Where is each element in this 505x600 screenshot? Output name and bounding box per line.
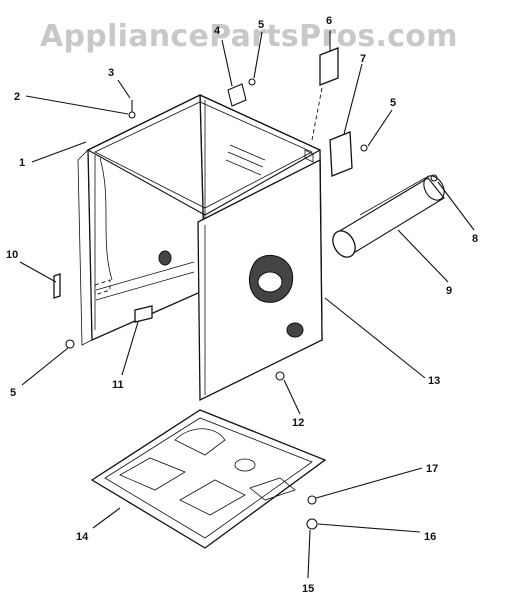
callout-5-right: 5	[390, 97, 396, 109]
callout-9: 9	[446, 285, 452, 297]
part-10-plate	[53, 273, 61, 299]
callout-2: 2	[14, 91, 20, 103]
part-7-bracket	[329, 131, 353, 177]
callout-10: 10	[6, 249, 18, 261]
callout-5-top: 5	[258, 19, 264, 31]
cabinet-left-panel	[77, 93, 206, 346]
callout-1: 1	[19, 157, 25, 169]
callout-7: 7	[360, 53, 366, 65]
callout-labels: 1 2 3 4 5 6 7 5 8 9 10 5 11 12 13 14 15 …	[6, 15, 478, 595]
part-11-label	[134, 305, 153, 323]
leader-lines	[19, 30, 475, 579]
callout-6: 6	[326, 15, 332, 27]
cabinet-top-rim	[86, 94, 322, 216]
watermark-text: AppliancePartsPros.com	[40, 19, 458, 54]
part-4-clip	[227, 83, 247, 107]
part-6-leader-dashed	[311, 87, 323, 141]
callout-3: 3	[108, 67, 114, 79]
callout-4: 4	[214, 25, 221, 37]
callout-11: 11	[112, 379, 124, 391]
callout-13: 13	[428, 375, 440, 387]
callout-12: 12	[292, 417, 304, 429]
callout-14: 14	[76, 531, 89, 543]
callout-15: 15	[302, 583, 314, 595]
callout-8: 8	[472, 233, 478, 245]
callout-16: 16	[424, 531, 436, 543]
callout-5-left: 5	[10, 387, 16, 399]
part-6-plate	[319, 47, 339, 86]
part-14-base-pan	[90, 409, 327, 549]
part-9-exhaust-duct	[332, 175, 445, 258]
callout-17: 17	[426, 463, 438, 475]
cabinet-front-panel	[158, 158, 323, 402]
fasteners	[65, 78, 438, 530]
